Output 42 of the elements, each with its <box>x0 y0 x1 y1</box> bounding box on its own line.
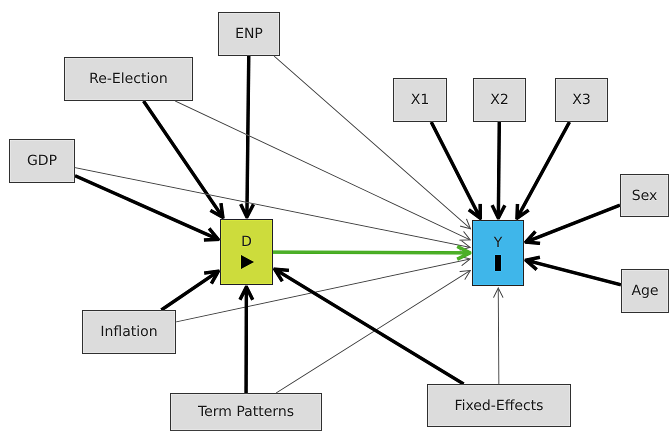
arrow <box>515 121 572 220</box>
variable-box <box>64 57 193 101</box>
node-label: Y <box>494 235 502 251</box>
variable-box <box>620 174 669 217</box>
node-label: Sex <box>632 188 658 204</box>
arrow <box>238 56 256 219</box>
arrow <box>492 287 504 384</box>
arrow <box>273 244 472 261</box>
variable-node <box>472 220 524 286</box>
arrow <box>142 100 225 220</box>
variable-box <box>82 310 176 354</box>
arrow <box>524 255 622 286</box>
node-label: X1 <box>410 92 430 108</box>
node-label: X3 <box>572 92 591 108</box>
node-label: D <box>241 234 252 250</box>
node-label: Fixed-Effects <box>454 398 544 414</box>
node-label: Re-Election <box>89 71 168 87</box>
node-label: GDP <box>26 153 58 169</box>
node-label: ENP <box>235 26 263 42</box>
variable-box <box>218 12 280 56</box>
arrow <box>490 122 507 220</box>
arrow <box>238 285 254 393</box>
node-label: Age <box>631 283 659 299</box>
variable-box <box>473 78 526 122</box>
variable-box <box>621 269 669 313</box>
node-label: Term Patterns <box>198 404 294 420</box>
variable-box <box>9 139 75 183</box>
arrow <box>74 167 471 251</box>
arrow <box>74 174 220 242</box>
variable-node <box>220 219 273 285</box>
arrow <box>160 269 220 312</box>
arrow <box>174 100 471 241</box>
arrow <box>274 56 472 230</box>
variable-box <box>170 393 322 431</box>
arrow <box>430 121 482 220</box>
variable-box <box>427 384 571 427</box>
node-label: Inflation <box>100 324 158 340</box>
arrow <box>176 256 471 322</box>
arrow <box>524 203 621 246</box>
variable-box <box>555 78 608 122</box>
node-label: X2 <box>490 92 509 108</box>
variable-box <box>393 78 447 122</box>
